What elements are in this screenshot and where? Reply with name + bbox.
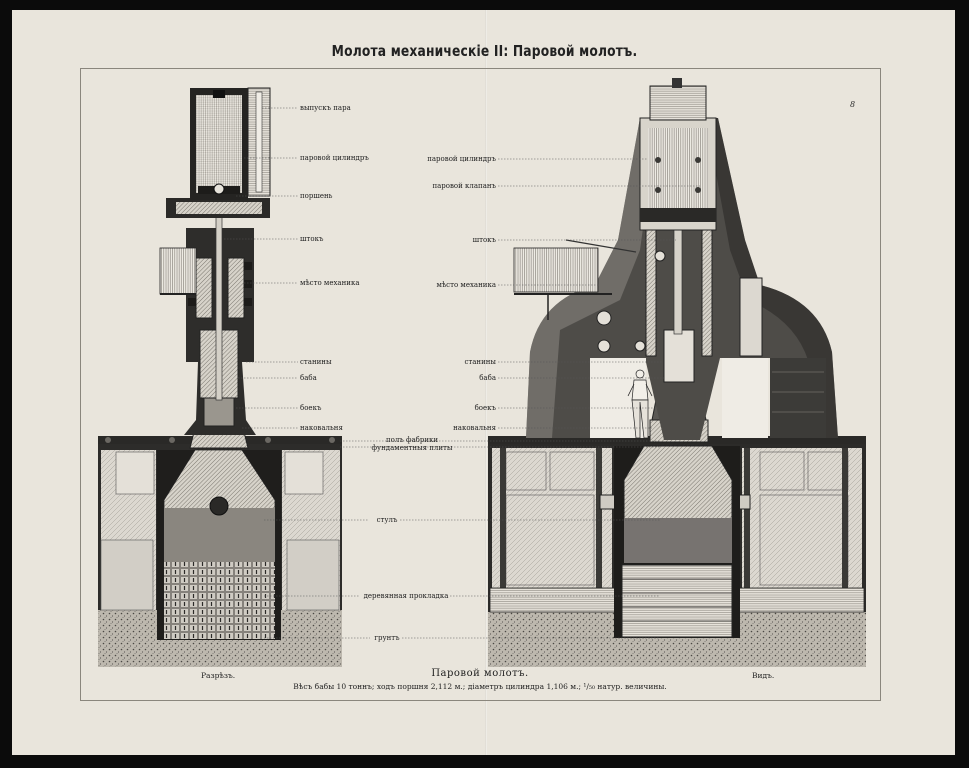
label-frames-left: станины <box>300 358 332 366</box>
page-fold <box>485 10 487 755</box>
label-foundation-plates: фундаментныя плиты <box>371 444 453 452</box>
label-mechanic-place-left: мѣсто механика <box>300 279 360 287</box>
label-wooden-pad: деревянная прокладка <box>363 592 449 600</box>
label-striker-right: боекъ <box>474 404 496 412</box>
ram-elevation <box>663 329 695 383</box>
label-steam-cylinder-right: паровой цилиндръ <box>427 155 496 163</box>
label-ram-left: баба <box>300 374 317 382</box>
mechanic-platform-left <box>159 247 197 295</box>
piston-rod-elevation <box>673 223 683 335</box>
section-view <box>98 87 342 667</box>
label-ground: грунтъ <box>374 634 400 642</box>
label-rod-left: штокъ <box>300 235 324 243</box>
label-factory-floor: полъ фабрики <box>385 436 439 444</box>
label-stool: стулъ <box>376 516 398 524</box>
label-anvil-left: наковальня <box>300 424 343 432</box>
label-ram-right: баба <box>479 374 496 382</box>
label-frames-right: станины <box>464 358 496 366</box>
page-mark: 8 <box>850 100 856 109</box>
label-rod-right: штокъ <box>472 236 496 244</box>
plate-frame <box>80 68 881 701</box>
section-caption: Разрѣзъ. <box>201 671 236 680</box>
piston-rod-section <box>215 189 223 401</box>
wooden-pad-elevation <box>621 564 733 638</box>
elevation-view <box>488 78 866 667</box>
caption-text: Вѣсъ бабы 10 тоннъ; ходъ поршня 2,112 м.… <box>293 682 667 691</box>
elevation-caption: Видъ. <box>752 671 775 680</box>
label-piston: поршень <box>300 192 333 200</box>
worker-figure <box>627 369 653 439</box>
label-steam-release: выпускъ пара <box>300 104 351 112</box>
leader-lines <box>224 107 700 639</box>
label-mechanic-place-right: мѣсто механика <box>436 281 497 289</box>
mechanic-platform-right <box>513 247 599 293</box>
plate-title: Молота механическіе II: Паровой молотъ. <box>331 42 638 60</box>
caption-title: Паровой молотъ. <box>431 668 529 679</box>
label-anvil-right: наковальня <box>453 424 496 432</box>
label-striker-left: боекъ <box>300 404 322 412</box>
wooden-pad-section <box>164 562 275 639</box>
label-steam-valve: паровой клапанъ <box>432 182 496 190</box>
label-steam-cylinder-left: паровой цилиндръ <box>300 154 369 162</box>
